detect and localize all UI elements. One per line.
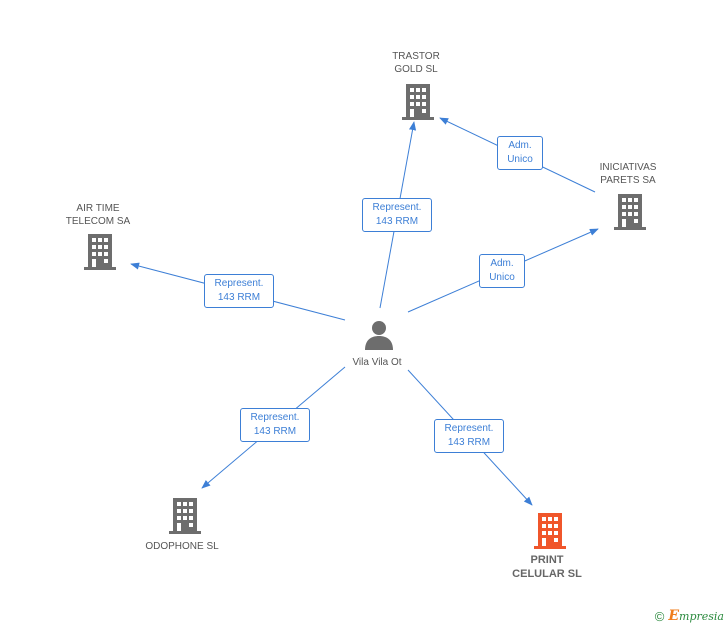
- edge-label-center-odophone[interactable]: Represent. 143 RRM: [240, 408, 310, 442]
- building-icon[interactable]: [84, 234, 116, 270]
- company-name-line: CELULAR SL: [512, 568, 582, 580]
- edge-role: Adm.: [490, 258, 514, 269]
- edge-label-center-iniciativas[interactable]: Adm. Unico: [479, 254, 525, 288]
- edge-detail: 143 RRM: [447, 437, 491, 448]
- company-name-line: PARETS SA: [600, 175, 656, 186]
- company-label-airtime[interactable]: AIR TIME TELECOM SA: [66, 202, 130, 228]
- footer-brand: © Empresia: [655, 608, 724, 624]
- company-label-trastor[interactable]: TRASTOR GOLD SL: [392, 50, 440, 76]
- building-icon[interactable]: [614, 194, 646, 230]
- company-label-print[interactable]: PRINT CELULAR SL: [512, 553, 582, 581]
- copyright-symbol: ©: [654, 608, 665, 624]
- edge-label-center-print[interactable]: Represent. 143 RRM: [434, 419, 504, 453]
- company-label-iniciativas[interactable]: INICIATIVAS PARETS SA: [600, 161, 657, 187]
- building-icon[interactable]: [169, 498, 201, 534]
- edge-detail: 143 RRM: [253, 426, 297, 437]
- edge-label-iniciativas-trastor[interactable]: Adm. Unico: [497, 136, 543, 170]
- person-icon[interactable]: [364, 320, 394, 350]
- brand-initial: E: [668, 608, 680, 624]
- company-name-line: GOLD SL: [394, 64, 438, 75]
- edge-role: Represent.: [444, 423, 494, 434]
- company-name-line: INICIATIVAS: [599, 162, 657, 173]
- company-name-line: PRINT: [530, 554, 564, 566]
- edge-role: Represent.: [214, 278, 264, 289]
- person-name: Vila Vila Ot: [352, 357, 402, 368]
- company-name-line: TRASTOR: [392, 51, 440, 62]
- edge-role: Adm.: [508, 140, 532, 151]
- building-icon[interactable]: [402, 84, 434, 120]
- edge-detail: Unico: [489, 272, 515, 283]
- edge-label-center-trastor[interactable]: Represent. 143 RRM: [362, 198, 432, 232]
- edge-role: Represent.: [372, 202, 422, 213]
- company-name-line: ODOPHONE SL: [145, 541, 219, 552]
- brand-logo: Empresia: [668, 608, 724, 624]
- edge-label-center-airtime[interactable]: Represent. 143 RRM: [204, 274, 274, 308]
- edge-role: Represent.: [250, 412, 300, 423]
- brand-name: mpresia: [679, 610, 724, 623]
- company-label-odophone[interactable]: ODOPHONE SL: [145, 540, 218, 553]
- building-icon-highlighted[interactable]: [534, 513, 566, 549]
- person-label[interactable]: Vila Vila Ot: [352, 356, 401, 369]
- company-name-line: AIR TIME: [76, 203, 120, 214]
- edge-detail: 143 RRM: [375, 216, 419, 227]
- edge-detail: Unico: [507, 154, 533, 165]
- edge-detail: 143 RRM: [217, 292, 261, 303]
- company-name-line: TELECOM SA: [65, 216, 131, 227]
